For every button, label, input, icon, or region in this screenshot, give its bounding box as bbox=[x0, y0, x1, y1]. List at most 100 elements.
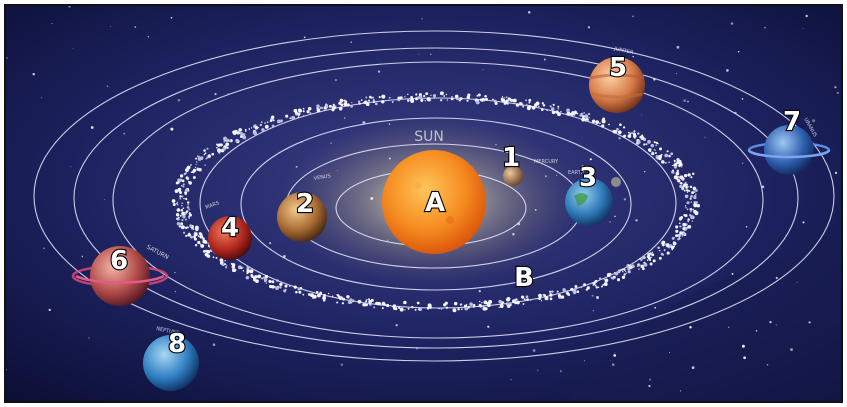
star bbox=[581, 165, 584, 168]
star bbox=[775, 324, 777, 326]
asteroid bbox=[205, 157, 208, 160]
asteroid bbox=[531, 105, 536, 110]
sun-caption: SUN bbox=[414, 129, 444, 145]
asteroid bbox=[181, 226, 184, 229]
star bbox=[613, 354, 617, 357]
asteroid bbox=[574, 290, 576, 292]
asteroid bbox=[242, 270, 245, 272]
star bbox=[214, 93, 217, 96]
asteroid bbox=[467, 93, 471, 97]
asteroid bbox=[372, 99, 376, 102]
asteroid bbox=[246, 266, 250, 270]
asteroid bbox=[222, 147, 226, 151]
asteroid bbox=[683, 189, 686, 192]
asteroid bbox=[212, 256, 215, 259]
asteroid bbox=[677, 179, 681, 183]
asteroid bbox=[407, 307, 410, 310]
asteroid bbox=[293, 285, 297, 289]
asteroid bbox=[557, 105, 560, 108]
asteroid bbox=[684, 205, 687, 207]
asteroid bbox=[176, 222, 181, 226]
asteroid bbox=[541, 102, 544, 105]
asteroid bbox=[187, 233, 191, 237]
asteroid bbox=[192, 168, 197, 173]
asteroid bbox=[240, 135, 243, 138]
asteroid bbox=[285, 114, 289, 118]
asteroid bbox=[411, 306, 414, 309]
asteroid bbox=[187, 204, 189, 206]
mercury-caption: MERCURY bbox=[534, 159, 559, 165]
asteroid bbox=[194, 243, 198, 247]
asteroid bbox=[416, 301, 420, 305]
uranus-icon bbox=[764, 125, 814, 175]
asteroid bbox=[677, 234, 680, 237]
asteroid bbox=[338, 101, 342, 105]
star bbox=[704, 136, 706, 138]
asteroid bbox=[373, 306, 376, 309]
asteroid bbox=[515, 298, 518, 301]
marker-earth: 3 bbox=[579, 163, 597, 193]
asteroid bbox=[682, 227, 686, 231]
star bbox=[283, 255, 286, 258]
asteroid bbox=[546, 109, 548, 112]
asteroid bbox=[320, 106, 324, 110]
star bbox=[6, 368, 7, 371]
star bbox=[805, 14, 808, 18]
asteroid bbox=[631, 132, 634, 134]
asteroid bbox=[682, 232, 686, 236]
asteroid bbox=[484, 307, 488, 311]
asteroid bbox=[675, 225, 679, 229]
asteroid bbox=[685, 207, 687, 209]
star bbox=[675, 73, 677, 75]
asteroid bbox=[610, 276, 614, 280]
asteroid bbox=[185, 218, 187, 221]
asteroid bbox=[594, 284, 597, 287]
asteroid bbox=[505, 302, 509, 306]
asteroid bbox=[675, 171, 680, 176]
asteroid bbox=[484, 97, 489, 101]
asteroid bbox=[550, 107, 555, 111]
asteroid bbox=[673, 159, 676, 162]
asteroid bbox=[658, 155, 662, 159]
star bbox=[395, 324, 398, 327]
asteroid bbox=[528, 98, 532, 102]
asteroid bbox=[460, 308, 463, 311]
asteroid bbox=[673, 245, 676, 248]
asteroid bbox=[443, 95, 446, 97]
asteroid bbox=[636, 265, 639, 267]
asteroid bbox=[181, 195, 184, 198]
asteroid bbox=[679, 163, 683, 167]
star bbox=[632, 15, 634, 18]
asteroid bbox=[177, 181, 180, 184]
asteroid bbox=[349, 298, 353, 302]
asteroid bbox=[302, 293, 305, 296]
asteroid bbox=[223, 261, 225, 263]
asteroid bbox=[693, 191, 696, 193]
asteroid bbox=[515, 103, 520, 107]
asteroid bbox=[181, 185, 183, 187]
asteroid bbox=[440, 99, 443, 102]
asteroid bbox=[557, 294, 562, 298]
asteroid bbox=[231, 265, 236, 269]
asteroid bbox=[583, 283, 587, 287]
asteroid bbox=[371, 96, 374, 99]
asteroid bbox=[263, 277, 268, 282]
asteroid bbox=[557, 108, 560, 110]
star bbox=[583, 360, 586, 362]
solar-system-canvas: SUN MERCURY VENUS EARTH MARS JUPITER SAT… bbox=[6, 6, 841, 401]
asteroid bbox=[189, 224, 193, 228]
asteroid bbox=[526, 106, 531, 111]
star bbox=[741, 344, 745, 348]
asteroid bbox=[686, 208, 689, 211]
asteroid bbox=[202, 239, 207, 244]
star bbox=[110, 26, 112, 27]
asteroid bbox=[193, 228, 195, 230]
asteroid bbox=[602, 284, 604, 286]
asteroid bbox=[689, 185, 693, 189]
asteroid bbox=[583, 112, 585, 114]
asteroid bbox=[562, 288, 566, 292]
asteroid bbox=[516, 300, 520, 305]
asteroid bbox=[661, 160, 665, 164]
star bbox=[802, 221, 805, 224]
asteroid bbox=[661, 243, 665, 247]
